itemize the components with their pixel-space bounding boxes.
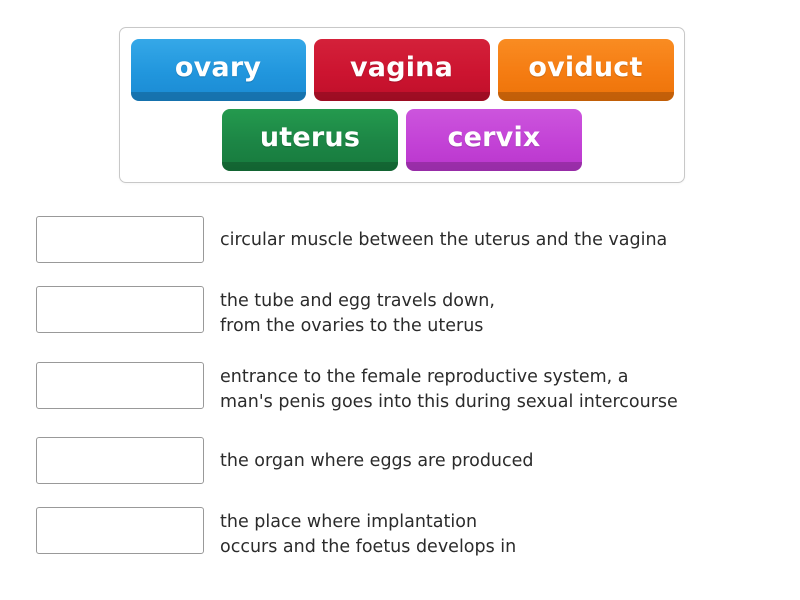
answer-dropzone[interactable] xyxy=(36,507,204,555)
word-tile-cervix[interactable]: cervix xyxy=(406,109,582,171)
answer-dropzone[interactable] xyxy=(36,216,204,263)
word-tile-uterus[interactable]: uterus xyxy=(222,109,398,171)
question-row: entrance to the female reproductive syst… xyxy=(36,361,790,415)
word-tile-oviduct[interactable]: oviduct xyxy=(497,39,674,101)
question-list: circular muscle between the uterus and t… xyxy=(36,216,790,583)
word-tiles-row-2: uterus cervix xyxy=(222,109,582,171)
question-row: the tube and egg travels down, from the … xyxy=(36,286,790,339)
word-tile-vagina[interactable]: vagina xyxy=(313,39,490,101)
question-definition: the tube and egg travels down, from the … xyxy=(220,291,495,336)
word-tile-label: vagina xyxy=(349,52,454,83)
answer-dropzone[interactable] xyxy=(36,361,204,409)
question-row: the organ where eggs are produced xyxy=(36,437,790,485)
word-tile-label: cervix xyxy=(447,122,541,153)
answer-dropzone[interactable] xyxy=(36,286,204,333)
question-row: circular muscle between the uterus and t… xyxy=(36,216,790,263)
question-definition: the place where implantation occurs and … xyxy=(220,512,517,558)
word-tiles-panel: ovary vagina oviduct uterus cervix xyxy=(119,27,685,183)
question-definition: circular muscle between the uterus and t… xyxy=(220,230,668,250)
word-tiles-row-1: ovary vagina oviduct xyxy=(130,39,674,101)
word-tiles-container: ovary vagina oviduct uterus cervix xyxy=(120,28,684,182)
word-tile-label: ovary xyxy=(174,52,262,83)
question-definition: the organ where eggs are produced xyxy=(220,451,534,472)
word-tile-label: uterus xyxy=(259,122,361,153)
word-tile-label: oviduct xyxy=(528,52,643,83)
question-row: the place where implantation occurs and … xyxy=(36,507,790,560)
answer-dropzone[interactable] xyxy=(36,437,204,485)
word-tile-ovary[interactable]: ovary xyxy=(130,39,306,101)
question-definition: entrance to the female reproductive syst… xyxy=(220,366,678,412)
